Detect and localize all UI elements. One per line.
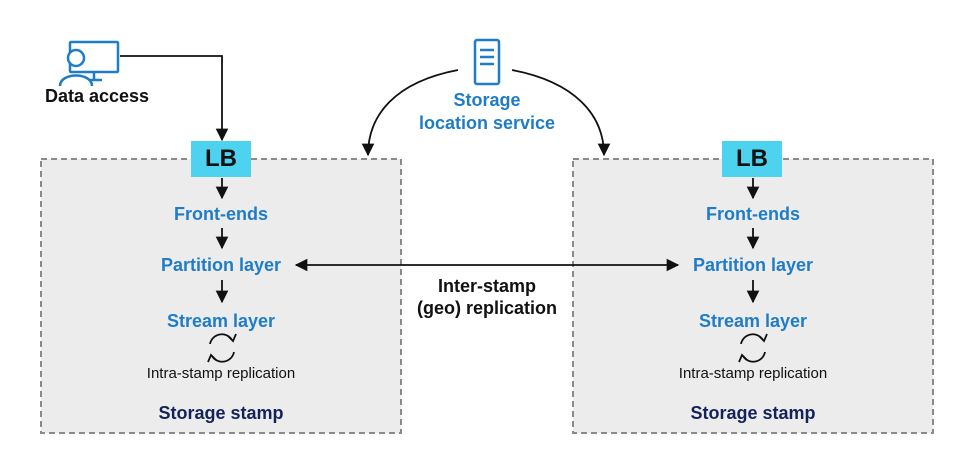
location-arrow-left xyxy=(361,69,459,157)
front-ends-right: Front-ends xyxy=(706,204,800,224)
storage-stamp-label-right: Storage stamp xyxy=(690,403,816,423)
inter-stamp-label-line1: Inter-stamp xyxy=(437,276,537,296)
front-ends-left: Front-ends xyxy=(174,204,268,224)
location-service-label-line1: Storage xyxy=(453,90,521,110)
storage-stamp-left xyxy=(40,158,402,434)
user-computer-icon xyxy=(58,40,120,87)
storage-stamp-label-left: Storage stamp xyxy=(158,403,284,423)
partition-layer-left: Partition layer xyxy=(160,255,282,275)
location-service-label-line2: location service xyxy=(418,113,556,133)
location-arrow-right xyxy=(511,69,611,157)
inter-stamp-label-line2: (geo) replication xyxy=(416,298,558,318)
partition-layer-right: Partition layer xyxy=(692,255,814,275)
stream-layer-left: Stream layer xyxy=(166,311,276,331)
sync-icon xyxy=(738,333,768,363)
load-balancer-right: LB xyxy=(722,141,782,177)
server-icon xyxy=(473,38,501,86)
intra-replication-left: Intra-stamp replication xyxy=(146,365,296,382)
data-access-label: Data access xyxy=(44,86,150,106)
load-balancer-left: LB xyxy=(191,141,251,177)
data-access-arrow xyxy=(120,55,229,142)
stream-layer-right: Stream layer xyxy=(698,311,808,331)
intra-replication-right: Intra-stamp replication xyxy=(678,365,828,382)
sync-icon xyxy=(207,333,237,363)
